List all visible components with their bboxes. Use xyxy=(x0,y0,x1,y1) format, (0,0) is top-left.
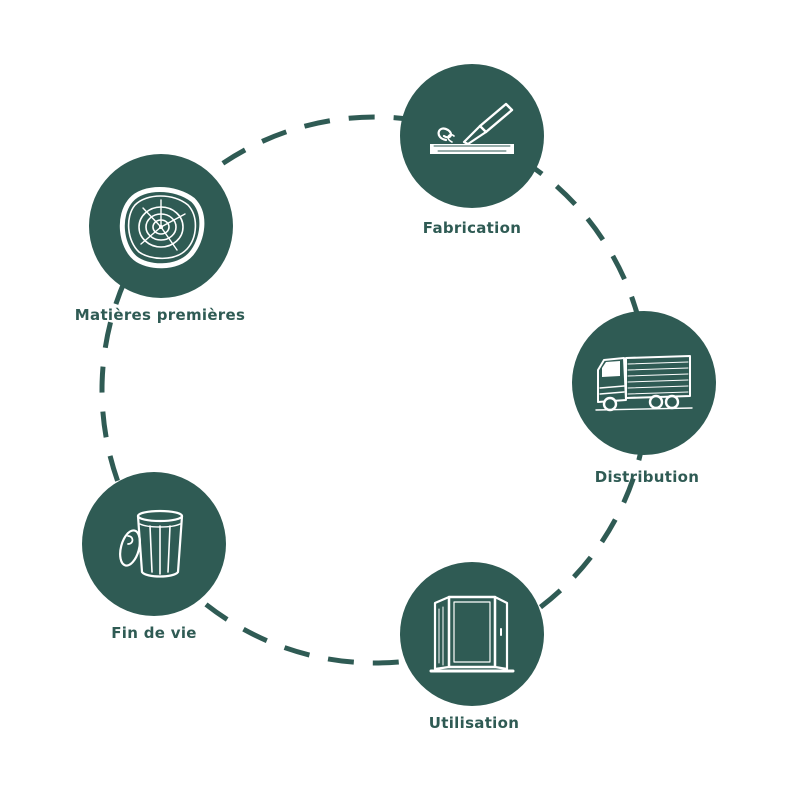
stage-label-matieres-premieres: Matières premières xyxy=(74,306,246,324)
stage-label-utilisation: Utilisation xyxy=(428,714,520,732)
chisel-plank-icon xyxy=(430,102,514,154)
stage-node-matieres-premieres xyxy=(89,154,233,298)
trash-can-icon xyxy=(119,509,184,578)
window-icon xyxy=(429,595,515,673)
truck-icon xyxy=(595,355,693,412)
stage-label-distribution: Distribution xyxy=(594,468,700,486)
stage-node-utilisation xyxy=(400,562,544,706)
stage-node-fabrication xyxy=(400,64,544,208)
stage-label-fin-de-vie: Fin de vie xyxy=(111,624,197,642)
tree-rings-icon xyxy=(119,187,205,269)
stage-node-fin-de-vie xyxy=(82,472,226,616)
stage-node-distribution xyxy=(572,311,716,455)
stage-label-fabrication: Fabrication xyxy=(422,219,522,237)
